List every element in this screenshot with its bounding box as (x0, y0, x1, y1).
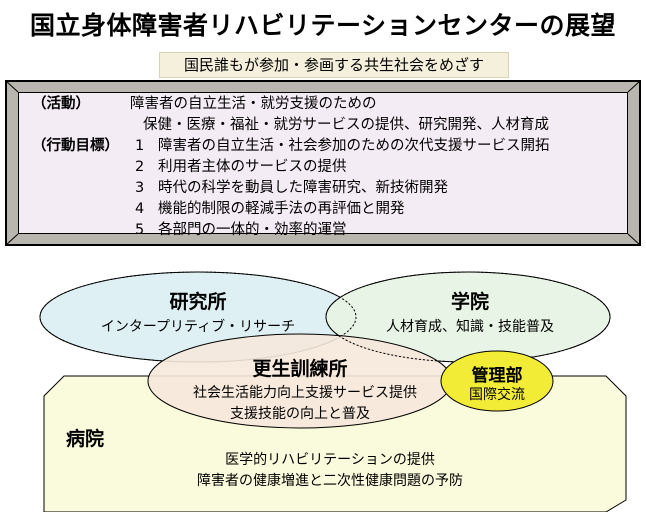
activity-line-2: 保健・医療・福祉・就労サービスの提供、研究開発、人材育成 (143, 117, 549, 133)
goal-number-1: 1 (135, 138, 145, 154)
goal-text-1: 障害者の自立生活・社会参加のための次代支援サービス開拓 (158, 138, 550, 154)
hospital-desc-2: 障害者の健康増進と二次性健康問題の予防 (197, 473, 463, 489)
goal-number-3: 3 (135, 180, 145, 196)
research-desc: インタープリティブ・リサーチ (100, 319, 296, 335)
goals-label: （行動目標） (32, 138, 119, 154)
hospital-name: 病院 (66, 428, 105, 450)
goal-number-2: 2 (135, 159, 145, 175)
training-name: 更生訓練所 (252, 358, 348, 380)
academy-desc: 人材育成、知識・技能普及 (386, 319, 554, 335)
mission-banner: 国民誰もが参加・参画する共生社会をめざす (159, 52, 509, 78)
goal-text-3: 時代の科学を動員した障害研究、新技術開発 (158, 180, 448, 196)
goal-text-5: 各部門の一体的・効率的運営 (158, 222, 347, 238)
admin-desc: 国際交流 (469, 387, 525, 403)
frame-bevel-lines (5, 80, 641, 246)
academy-name: 学院 (450, 291, 489, 313)
activity-line-1: 障害者の自立生活・就労支援のための (130, 96, 377, 112)
goals-panel (18, 92, 628, 234)
goal-text-2: 利用者主体のサービスの提供 (158, 159, 347, 175)
research-name: 研究所 (169, 291, 227, 313)
training-desc-2: 支援技能の向上と普及 (230, 406, 370, 422)
page-title: 国立身体障害者リハビリテーションセンターの展望 (29, 11, 616, 40)
goal-number-5: 5 (135, 222, 145, 238)
admin-name: 管理部 (471, 366, 523, 386)
goal-number-4: 4 (135, 201, 145, 217)
hospital-desc-1: 医学的リハビリテーションの提供 (225, 452, 435, 468)
admin-ellipse (440, 350, 554, 412)
goal-text-4: 機能的制限の軽減手法の再評価と開発 (158, 201, 405, 217)
training-desc-1: 社会生活能力向上支援サービス提供 (193, 385, 417, 401)
activity-label: （活動） (32, 96, 90, 112)
